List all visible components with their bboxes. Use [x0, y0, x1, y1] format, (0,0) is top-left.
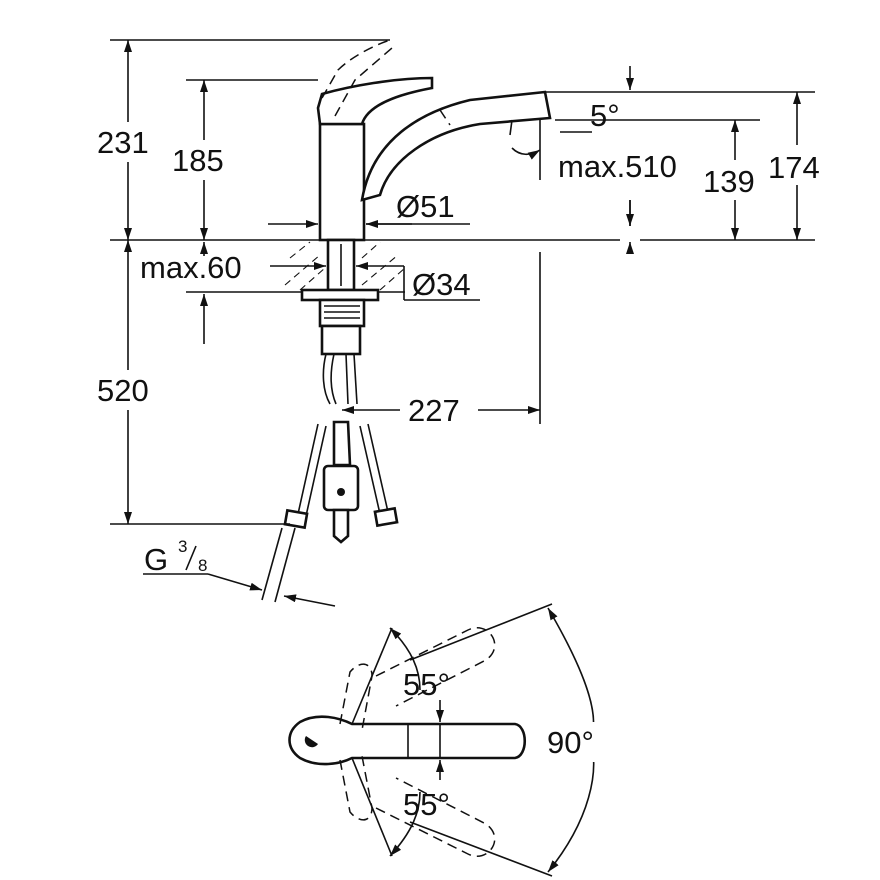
dim-174: 174	[768, 150, 820, 185]
dim-diameter-51: Ø51	[396, 189, 455, 224]
dim-139: 139	[703, 164, 755, 199]
angle-left-top: 55°	[403, 667, 450, 702]
spray-hose	[332, 420, 352, 467]
mounting-plate	[300, 288, 380, 302]
dim-max-510: max.510	[558, 149, 677, 184]
hose-left	[322, 353, 331, 405]
lever-top-view	[288, 715, 527, 766]
hose-supply-left	[297, 423, 319, 515]
side-view: 231 185 5° max.510 139 174 Ø51 max.60 Ø3…	[95, 39, 830, 607]
fixing-nut	[318, 298, 366, 328]
dim-diameter-34: Ø34	[412, 267, 471, 302]
dim-231: 231	[97, 125, 149, 160]
top-view: 55° 55° 90°	[288, 603, 607, 877]
dim-227: 227	[408, 393, 460, 428]
lever-rotated-down	[339, 755, 373, 821]
dim-max-60: max.60	[140, 250, 242, 285]
angle-left-bottom: 55°	[403, 787, 450, 822]
thread-section	[320, 324, 362, 356]
dim-185: 185	[172, 143, 224, 178]
lever-raised-outline	[321, 39, 391, 99]
hose-middle	[345, 353, 349, 405]
dim-520: 520	[97, 373, 149, 408]
pull-out-spout	[360, 90, 552, 202]
faucet-body	[318, 122, 366, 242]
hose-supply-right	[359, 425, 381, 515]
lever-handle	[316, 76, 434, 126]
angle-right: 90°	[547, 725, 594, 760]
thread-size-numerator: 3	[178, 537, 187, 556]
thread-size-g: G	[144, 542, 168, 577]
dim-5-degree: 5°	[590, 98, 620, 133]
thread-size-denominator: 8	[198, 556, 207, 575]
